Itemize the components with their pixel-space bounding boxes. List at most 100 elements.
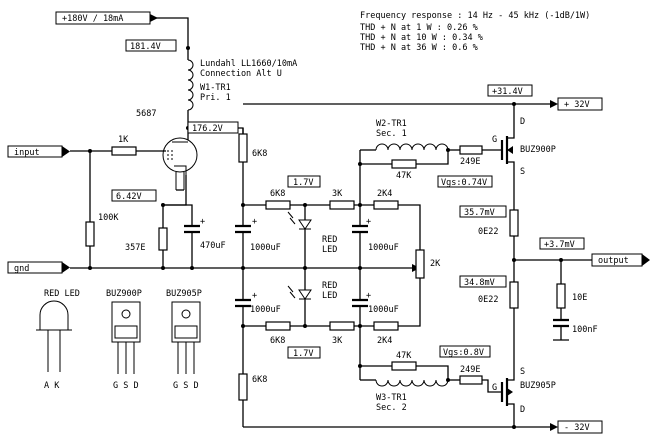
src-bot-box: [459, 275, 507, 288]
led-top-light-arrows: [287, 211, 296, 225]
minus-rail-arrow: [550, 423, 558, 431]
bias-3k-bot-value: 3K: [332, 336, 343, 346]
cap-1000uf-c: [235, 298, 251, 308]
tube-grid: [167, 150, 173, 162]
sec1-label: Sec. 1: [376, 129, 407, 139]
cap-c-polarity: +: [252, 291, 257, 301]
bias-2k4-bot-resistor: [373, 321, 399, 331]
cap-a-polarity: +: [252, 217, 257, 227]
bot-drain-pin: D: [520, 405, 525, 415]
pinout-led-body: [39, 300, 69, 331]
top-mosfet-label: BUZ900P: [520, 145, 556, 155]
bias-6k8-mid-resistor: [265, 200, 291, 210]
top-drain-pin: D: [520, 117, 525, 127]
source-0e22-top-resistor: [509, 209, 519, 237]
output-arrow: [642, 254, 650, 266]
cathode-resistor-value: 357E: [125, 243, 145, 253]
transformer-model: Lundahl LL1660/10mA: [200, 59, 297, 69]
hv-wire: [160, 17, 189, 60]
vgs-top-value: Vgs:0.74V: [441, 178, 487, 188]
winding-w2-label: W2-TR1: [376, 119, 407, 129]
grid-stopper-resistor: [111, 146, 137, 156]
input-port-label: input: [14, 148, 40, 158]
sec2-47k-value: 47K: [396, 351, 412, 361]
cap-b-polarity: +: [366, 217, 371, 227]
winding-w1-label: W1-TR1: [200, 83, 231, 93]
bias-2k4-top-value: 2K4: [377, 189, 392, 199]
cap-1000uf-a: [235, 224, 251, 234]
plus-rail-box: [557, 97, 603, 111]
secondary-1-winding: [375, 143, 449, 151]
pot-top-wire: [398, 204, 421, 250]
led-bot-voltage: 1.7V: [293, 349, 313, 359]
bias-pot-value: 2K: [430, 259, 441, 269]
spec-thd-1w: THD + N at 1 W : 0.26 %: [360, 23, 478, 33]
vgs-bot-box: [439, 345, 491, 358]
gate-bot-wire: [482, 379, 502, 393]
pinout-led-title: RED LED: [44, 289, 80, 299]
pinout-buz905p-pins: G S D: [173, 381, 199, 391]
cathode-cap-polarity: +: [200, 217, 205, 227]
led-top-label-2: LED: [322, 245, 337, 255]
spec-thd-36w: THD + N at 36 W : 0.6 %: [360, 43, 478, 53]
led-bot-voltage-box: [287, 346, 321, 359]
plus-measured-box: [487, 84, 533, 97]
zobel-10e-resistor: [556, 283, 566, 309]
plate-voltage: 176.2V: [192, 124, 223, 134]
sec2-label: Sec. 2: [376, 403, 407, 413]
bias-2k4-top-resistor: [373, 200, 399, 210]
led-bot-light-arrows: [287, 285, 296, 299]
hv-node: [186, 46, 190, 50]
pinout-buz905p-face: [174, 325, 198, 339]
hv-tap-box: [125, 39, 177, 52]
cap-1000uf-b-value: 1000uF: [368, 243, 399, 253]
bias-potentiometer: [415, 249, 425, 279]
pinout-buz900p-face: [114, 325, 138, 339]
pinout-buz900p-hole: [121, 309, 131, 319]
led-bot-label-2: LED: [322, 291, 337, 301]
zobel-100nf-value: 100nF: [572, 325, 598, 335]
vgs-bot-value: Vgs:0.8V: [443, 348, 484, 358]
cap-1000uf-a-value: 1000uF: [250, 243, 281, 253]
plate-voltage-box: [187, 121, 239, 134]
grid-stopper-value: 1K: [118, 135, 129, 145]
zobel-gnd: [553, 326, 569, 341]
bias-3k-top-resistor: [329, 200, 355, 210]
led-bot-diode: [298, 289, 312, 300]
plus-measured-voltage: +31.4V: [492, 87, 523, 97]
cathode-voltage-box: [111, 189, 157, 202]
bias-6k8-bot-value: 6K8: [270, 336, 285, 346]
bias-3k-top-value: 3K: [332, 189, 343, 199]
minus-rail-box: [557, 420, 603, 434]
bias-6k8-bot-resistor: [265, 321, 291, 331]
bias-6k8-mid-value: 6K8: [270, 189, 285, 199]
cathode-capacitor: [184, 224, 200, 234]
primary-label: Pri. 1: [200, 93, 231, 103]
hv-tap-voltage: 181.4V: [130, 42, 161, 52]
src-top-voltage: 35.7mV: [464, 208, 495, 218]
gnd-arrow: [62, 262, 70, 273]
bot-source-pin: S: [520, 367, 525, 377]
gate-249-top-value: 249E: [460, 157, 480, 167]
pinout-buz905p-legs: [177, 342, 195, 374]
zobel-100nf-capacitor: [553, 318, 569, 328]
led-top-diode: [298, 219, 312, 230]
led-top-label-1: RED: [322, 235, 337, 245]
bias-6k8-top-value: 6K8: [252, 149, 267, 159]
top-source-pin: S: [520, 167, 525, 177]
pinout-buz900p-body: [111, 301, 141, 343]
bias-6k8-low-value: 6K8: [252, 375, 267, 385]
tube-label: 5687: [136, 109, 156, 119]
primary-winding: [187, 59, 194, 111]
cap-1000uf-d-value: 1000uF: [368, 305, 399, 315]
bias-2k4-bot-value: 2K4: [377, 336, 392, 346]
gnd-node-2: [161, 266, 165, 270]
source-0e22-top-value: 0E22: [478, 227, 498, 237]
source-0e22-bot-value: 0E22: [478, 295, 498, 305]
pinout-buz900p-legs: [117, 342, 135, 374]
pinout-led-pins: A K: [44, 381, 60, 391]
bias-3k-bot-resistor: [329, 321, 355, 331]
bot-mosfet-source: [507, 370, 515, 381]
plus-rail-arrow: [550, 100, 558, 108]
